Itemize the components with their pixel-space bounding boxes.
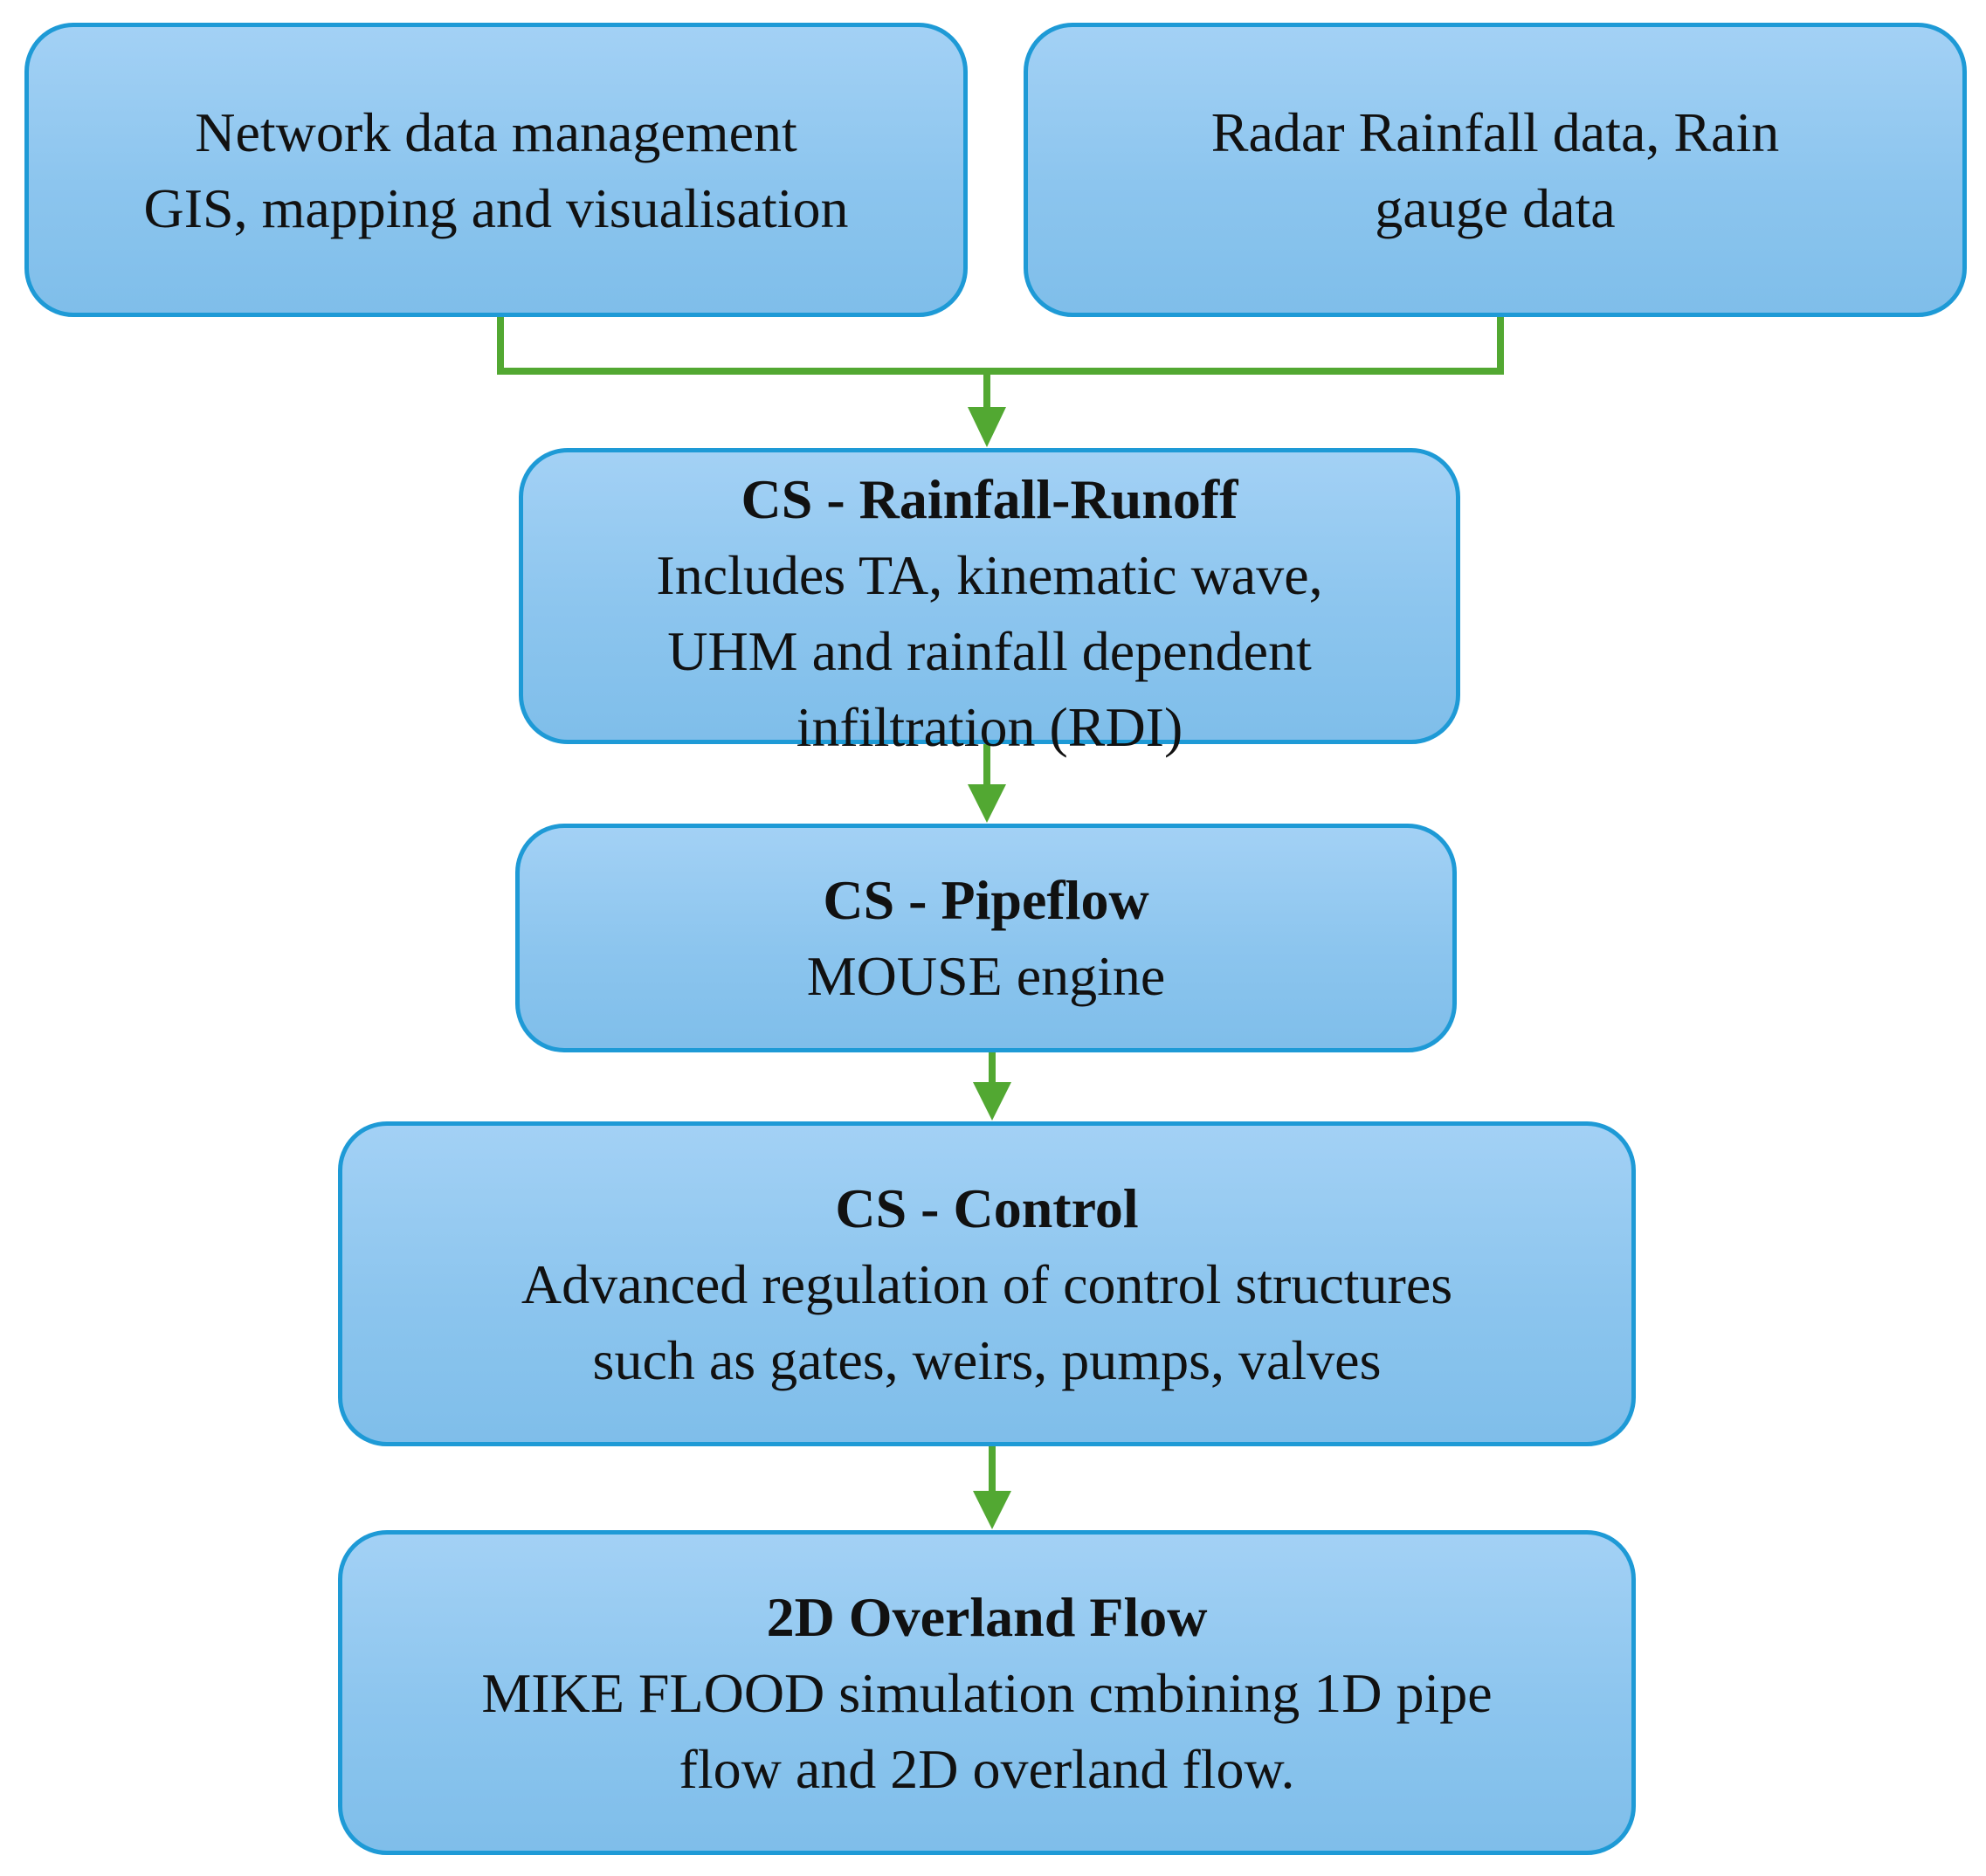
rainfall-runoff-line-3: infiltration (RDI) xyxy=(796,696,1183,758)
overland-line-2: flow and 2D overland flow. xyxy=(679,1737,1295,1800)
rainfall-runoff-box: CS - Rainfall-Runoff Includes TA, kinema… xyxy=(519,448,1460,758)
arrowhead-to-pipeflow xyxy=(968,784,1006,823)
control-box: CS - Control Advanced regulation of cont… xyxy=(338,1121,1636,1446)
network-line-2: GIS, mapping and visualisation xyxy=(143,176,849,239)
control-line-2: such as gates, weirs, pumps, valves xyxy=(592,1328,1382,1391)
radar-rainfall-box: Radar Rainfall data, Rain gauge data xyxy=(1024,23,1967,317)
network-line-1: Network data management xyxy=(195,100,797,163)
arrowhead-to-rainfall-runoff xyxy=(968,407,1006,447)
rainfall-runoff-line-1: Includes TA, kinematic wave, xyxy=(656,544,1323,606)
pipeflow-heading: CS - Pipeflow xyxy=(823,869,1149,931)
pipeflow-box: CS - Pipeflow MOUSE engine xyxy=(515,824,1457,1052)
overland-heading: 2D Overland Flow xyxy=(766,1585,1208,1648)
rainfall-runoff-line-2: UHM and rainfall dependent xyxy=(667,620,1312,682)
radar-line-2: gauge data xyxy=(1375,176,1616,239)
pipeflow-line-1: MOUSE engine xyxy=(806,945,1166,1007)
arrowhead-to-overland xyxy=(973,1491,1011,1529)
control-line-1: Advanced regulation of control structure… xyxy=(521,1252,1453,1315)
rainfall-runoff-heading: CS - Rainfall-Runoff xyxy=(741,468,1238,530)
merge-connector xyxy=(497,317,1504,375)
overland-line-1: MIKE FLOOD simulation cmbining 1D pipe xyxy=(481,1661,1493,1724)
radar-line-1: Radar Rainfall data, Rain xyxy=(1210,100,1780,163)
arrowhead-to-control xyxy=(973,1082,1011,1121)
control-heading: CS - Control xyxy=(835,1176,1139,1239)
overland-flow-box: 2D Overland Flow MIKE FLOOD simulation c… xyxy=(338,1530,1636,1855)
network-data-box: Network data management GIS, mapping and… xyxy=(24,23,968,317)
